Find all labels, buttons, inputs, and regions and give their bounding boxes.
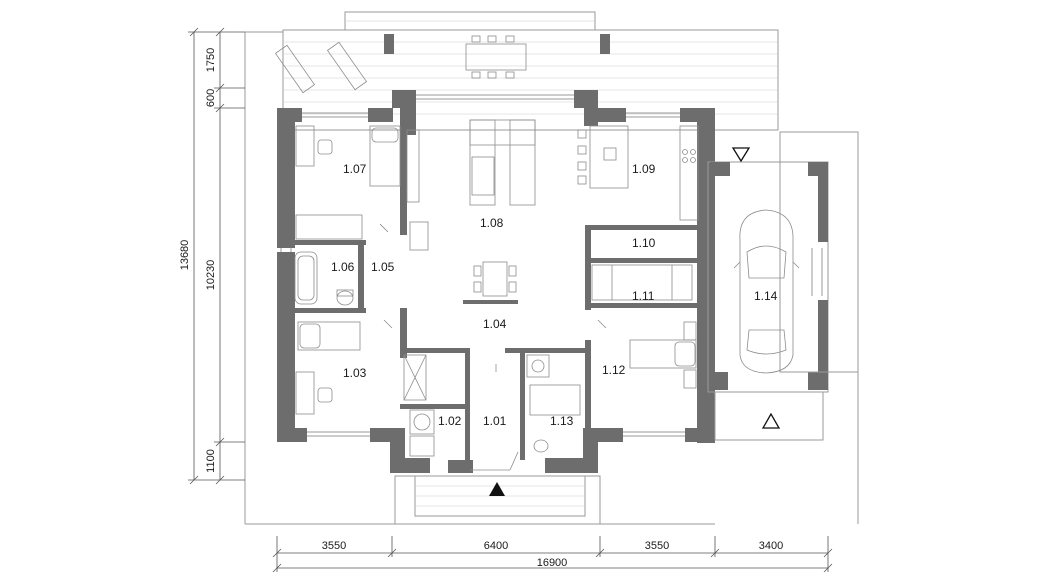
dim-gap: 600	[205, 89, 217, 107]
vertical-dimensions: 13680 10230 1750 600 1100	[179, 27, 245, 485]
dim-terrace-depth: 1750	[205, 48, 217, 72]
room-label-1-12: 1.12	[602, 363, 626, 377]
doors	[379, 223, 607, 471]
dim-width-seg3: 3550	[645, 540, 669, 552]
site-boundary	[244, 31, 859, 525]
room-label-1-05: 1.05	[371, 260, 395, 274]
kitchen-fixtures	[577, 125, 699, 221]
room-label-1-11: 1.11	[632, 289, 655, 303]
garage-entry-marker-bottom	[761, 412, 781, 429]
room-label-1-13: 1.13	[550, 414, 574, 428]
dim-total-width: 16900	[537, 557, 568, 569]
dim-width-seg2: 6400	[484, 540, 508, 552]
garage-entry-marker-top	[731, 147, 751, 163]
room-1-12-furniture	[629, 321, 697, 389]
dim-width-seg4: 3400	[759, 540, 783, 552]
terrace-pillar	[384, 34, 394, 54]
room-1-02-closet	[403, 354, 435, 457]
room-labels: 1.07 1.08 1.09 1.10 1.06 1.05 1.11 1.14 …	[331, 162, 778, 428]
garage	[707, 131, 859, 441]
terrace-dining-table	[465, 35, 527, 79]
room-1-11-wardrobe	[591, 264, 693, 301]
main-entrance-marker	[489, 482, 505, 496]
room-label-1-08: 1.08	[480, 216, 504, 230]
room-label-1-10: 1.10	[632, 236, 656, 250]
sun-loungers	[274, 41, 368, 94]
terrace-pillar	[600, 34, 610, 54]
car	[733, 209, 800, 374]
room-label-1-14: 1.14	[754, 289, 778, 303]
dim-width-seg1: 3550	[322, 540, 346, 552]
room-label-1-04: 1.04	[483, 317, 507, 331]
dim-inner-height: 10230	[205, 260, 217, 291]
room-1-13-bathroom-fixtures	[526, 354, 581, 453]
terrace-paving	[282, 11, 779, 131]
living-room-furniture	[406, 119, 536, 251]
room-label-1-07: 1.07	[343, 162, 367, 176]
dim-entry-depth: 1100	[205, 449, 217, 473]
dim-total-height: 13680	[179, 240, 191, 271]
room-label-1-03: 1.03	[343, 366, 367, 380]
horizontal-dimensions: 3550 6400 3550 3400 16900	[272, 536, 833, 573]
room-label-1-02: 1.02	[438, 414, 462, 428]
room-label-1-06: 1.06	[331, 260, 355, 274]
room-label-1-01: 1.01	[483, 414, 507, 428]
dining-table	[473, 261, 517, 297]
room-1-06-bathroom-fixtures	[294, 251, 354, 306]
room-label-1-09: 1.09	[632, 162, 656, 176]
room-1-07-furniture	[295, 125, 401, 240]
exterior-walls	[277, 90, 715, 473]
room-1-03-furniture	[295, 321, 361, 415]
windows	[280, 94, 685, 437]
interior-walls	[291, 130, 697, 460]
